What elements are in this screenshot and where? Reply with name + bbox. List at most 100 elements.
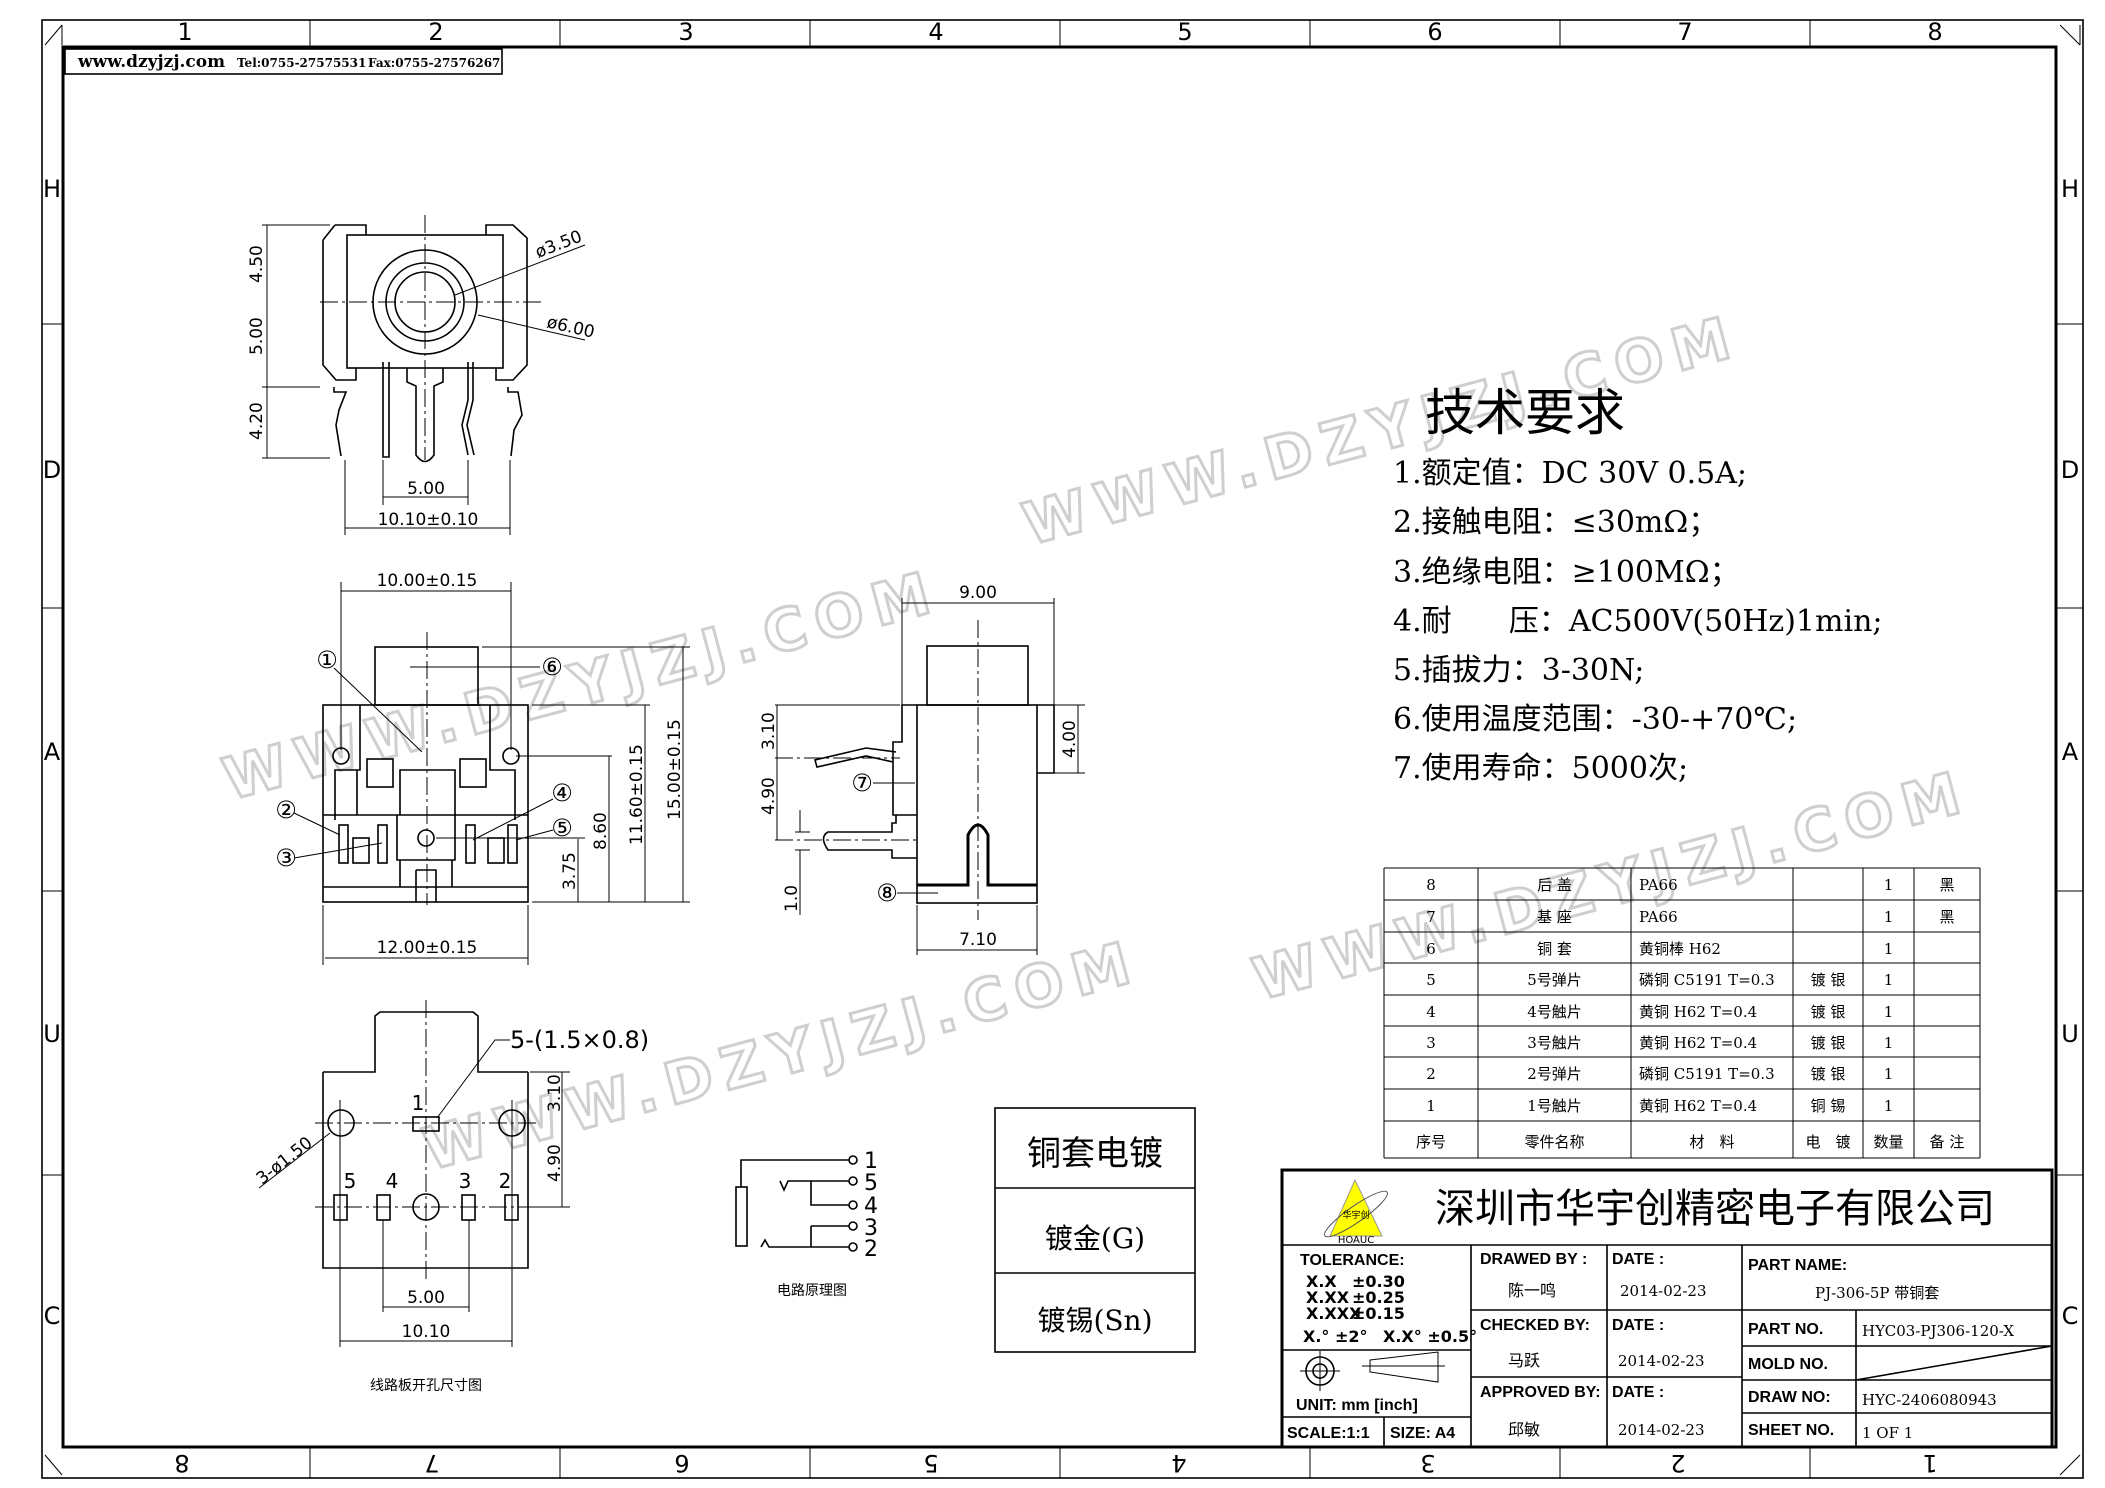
part-no: HYC03-PJ306-120-X — [1862, 1322, 2014, 1340]
frame-col-label: 7 — [1677, 18, 1692, 46]
plating-title: 铜套电镀 — [1027, 1134, 1163, 1174]
balloon-8: ⑧ — [876, 879, 898, 907]
table-cell: 后 盖 — [1537, 876, 1572, 894]
table-cell: 黄铜 H62 T=0.4 — [1639, 1003, 1757, 1021]
dim-label: 3.75 — [560, 852, 580, 890]
sheet-no-label: SHEET NO. — [1748, 1422, 1834, 1439]
dim-label: 4.00 — [1060, 720, 1080, 758]
dim-label: 9.00 — [959, 583, 997, 603]
logo-text: 华宇创 — [1342, 1209, 1369, 1221]
table-cell: 镀 银 — [1811, 1003, 1846, 1021]
frame-row-label: U — [2061, 1020, 2079, 1048]
draw-no-label: DRAW NO: — [1748, 1389, 1831, 1406]
tolerance-value: ±0.15 — [1352, 1304, 1405, 1323]
date-label: DATE : — [1612, 1251, 1664, 1268]
date-label: DATE : — [1612, 1384, 1664, 1401]
frame-col-label: 4 — [928, 18, 943, 46]
plating-option-gold: 镀金(G) — [1045, 1222, 1145, 1255]
contact-header: www.dzyjzj.com Tel:0755-27575531 Fax:075… — [64, 48, 503, 75]
frame-row-label: H — [2061, 175, 2079, 203]
table-cell: 基 座 — [1537, 908, 1572, 926]
frame-col-label: 8 — [1927, 18, 1942, 46]
table-cell: 1 — [1426, 1097, 1436, 1115]
table-cell: 6 — [1426, 940, 1436, 958]
frame-row-label: A — [2062, 738, 2079, 766]
circuit-caption: 电路原理图 — [777, 1283, 847, 1299]
frame-col-label: 6 — [674, 1449, 689, 1477]
table-header-cell: 备 注 — [1930, 1133, 1965, 1151]
approved-by: 邱敏 — [1508, 1420, 1540, 1439]
table-cell: 铜 套 — [1537, 940, 1572, 958]
table-cell: 1 — [1884, 1034, 1894, 1052]
drawed-by: 陈一鸣 — [1508, 1281, 1556, 1300]
table-cell: 4 — [1426, 1003, 1436, 1021]
table-cell: 1 — [1884, 1003, 1894, 1021]
table-header-cell: 序号 — [1416, 1133, 1446, 1151]
balloon-2: ② — [275, 796, 297, 824]
checked-date: 2014-02-23 — [1618, 1352, 1704, 1370]
angle-tolerance: X.° ±2° — [1303, 1327, 1368, 1346]
table-cell: 磷铜 C5191 T=0.3 — [1639, 1065, 1775, 1083]
frame-col-label: 1 — [1922, 1449, 1937, 1477]
tech-item: 4.耐 压：AC500V(50Hz)1min; — [1393, 604, 1883, 639]
table-cell: 黄铜 H62 T=0.4 — [1639, 1034, 1757, 1052]
table-cell: 黄铜棒 H62 — [1639, 940, 1721, 958]
pin-label: 5 — [344, 1169, 357, 1193]
drawed-date: 2014-02-23 — [1620, 1282, 1706, 1300]
balloon-5: ⑤ — [551, 814, 573, 842]
frame-col-label: 5 — [923, 1449, 938, 1477]
table-cell: 黄铜 H62 T=0.4 — [1639, 1097, 1757, 1115]
logo-brand: HOAUC — [1338, 1235, 1374, 1246]
table-cell: 镀 银 — [1811, 1034, 1846, 1052]
balloon-3: ③ — [275, 844, 297, 872]
frame-col-label: 3 — [1420, 1449, 1435, 1477]
angle-tolerance: X.X° ±0.5° — [1383, 1327, 1477, 1346]
dim-label: 3.10 — [759, 712, 779, 750]
dim-label: 4.50 — [247, 245, 267, 283]
dim-label: 5.00 — [407, 479, 445, 499]
part-name: PJ-306-5P 带铜套 — [1815, 1284, 1939, 1302]
table-cell: 镀 银 — [1811, 1065, 1846, 1083]
tech-item: 3.绝缘电阻：≥100MΩ； — [1393, 555, 1740, 590]
frame-row-label: D — [2061, 456, 2079, 484]
logo-triangle — [1329, 1178, 1383, 1237]
tolerance-value: ±0.25 — [1352, 1288, 1405, 1307]
draw-no: HYC-2406080943 — [1862, 1391, 1997, 1409]
table-cell: 1 — [1884, 971, 1894, 989]
dim-label: 10.00±0.15 — [377, 571, 478, 591]
table-header-cell: 材 料 — [1689, 1133, 1734, 1151]
checked-by-label: CHECKED BY: — [1480, 1317, 1590, 1334]
pin-label: 2 — [499, 1169, 512, 1193]
dim-label: ø6.00 — [545, 312, 597, 342]
dim-label: 15.00±0.15 — [665, 719, 685, 820]
approved-date: 2014-02-23 — [1618, 1421, 1704, 1439]
frame-row-label: A — [44, 738, 61, 766]
projection-symbol-icon — [1300, 1351, 1445, 1391]
sheet-no: 1 OF 1 — [1862, 1424, 1913, 1442]
fax-text: Fax:0755-27576267 — [368, 56, 500, 70]
frame-row-label: H — [43, 175, 61, 203]
circuit-pin: 4 — [864, 1194, 878, 1219]
table-cell: 1 — [1884, 908, 1894, 926]
frame-row-label: C — [44, 1302, 61, 1330]
dim-label: 4.20 — [247, 402, 267, 440]
table-cell: 8 — [1426, 876, 1436, 894]
dim-label: ø3.50 — [533, 227, 585, 263]
tolerance-label: TOLERANCE: — [1300, 1252, 1405, 1269]
frame-col-label: 7 — [424, 1449, 439, 1477]
checked-by: 马跃 — [1508, 1351, 1540, 1370]
balloon-4: ④ — [551, 779, 573, 807]
table-cell: PA66 — [1639, 908, 1678, 926]
table-cell: 3 — [1426, 1034, 1436, 1052]
frame-col-label: 2 — [1670, 1449, 1685, 1477]
website-link[interactable]: www.dzyjzj.com — [77, 52, 225, 72]
table-cell: 2 — [1426, 1065, 1436, 1083]
table-cell: 1号触片 — [1527, 1097, 1582, 1115]
frame-col-label: 5 — [1177, 18, 1192, 46]
part-name-label: PART NAME: — [1748, 1257, 1847, 1274]
circuit-diagram: 1 5 4 3 2 电路原理图 — [735, 1149, 878, 1299]
pcb-layout: 5-(1.5×0.8) 3-ø1.50 1 5 4 3 2 3.10 4.90 … — [253, 1000, 649, 1394]
tech-item: 6.使用温度范围：-30-+70℃; — [1393, 702, 1797, 737]
plating-option-tin: 镀锡(Sn) — [1037, 1304, 1152, 1337]
watermark: WWW.DZYJZJ.COM — [216, 557, 947, 814]
